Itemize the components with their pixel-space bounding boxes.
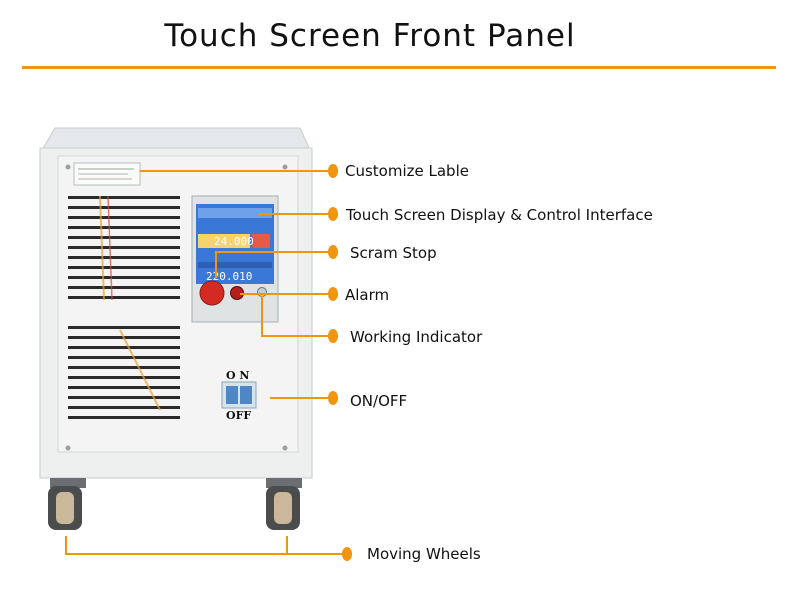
callout-line-wheel-left bbox=[65, 536, 67, 554]
callout-working-indicator: Working Indicator bbox=[350, 328, 483, 346]
callout-on-off: ON/OFF bbox=[350, 392, 408, 410]
lower-vent bbox=[68, 326, 180, 419]
title-underline bbox=[22, 66, 776, 69]
callout-dot-scram bbox=[328, 245, 338, 259]
callout-line-indicator-v bbox=[261, 296, 263, 336]
callout-customize-label: Customize Lable bbox=[345, 162, 469, 180]
callout-scram-stop: Scram Stop bbox=[350, 244, 437, 262]
callout-touch-screen: Touch Screen Display & Control Interface bbox=[346, 206, 653, 224]
scram-stop-button[interactable] bbox=[199, 280, 225, 306]
callout-dot-wheels bbox=[342, 547, 352, 561]
callout-dot-label bbox=[328, 164, 338, 178]
callout-line-scram-v bbox=[215, 252, 217, 278]
callout-line-wheel-right bbox=[286, 536, 288, 554]
left-wheel bbox=[48, 478, 86, 530]
callout-line-indicator-h bbox=[261, 335, 333, 337]
callout-line-wheels bbox=[65, 553, 347, 555]
switch-off-label: OFF bbox=[226, 409, 252, 422]
callout-line-scram-h bbox=[215, 251, 333, 253]
callout-moving-wheels: Moving Wheels bbox=[367, 545, 481, 563]
screen-bottom-value: 220.010 bbox=[206, 270, 253, 283]
callout-dot-onoff bbox=[328, 391, 338, 405]
callout-dot-indicator bbox=[328, 329, 338, 343]
upper-vent bbox=[68, 196, 180, 299]
screen-top-value: 24.000 bbox=[214, 235, 254, 248]
callout-dot-alarm bbox=[328, 287, 338, 301]
callout-line-alarm bbox=[240, 293, 332, 295]
page-title: Touch Screen Front Panel bbox=[164, 18, 576, 54]
callout-line-screen bbox=[258, 213, 332, 215]
callout-line-label bbox=[140, 170, 332, 172]
callout-alarm: Alarm bbox=[345, 286, 390, 304]
callout-line-onoff bbox=[270, 397, 332, 399]
switch-on-label: O N bbox=[226, 369, 250, 382]
right-wheel bbox=[266, 478, 302, 530]
callout-dot-screen bbox=[328, 207, 338, 221]
